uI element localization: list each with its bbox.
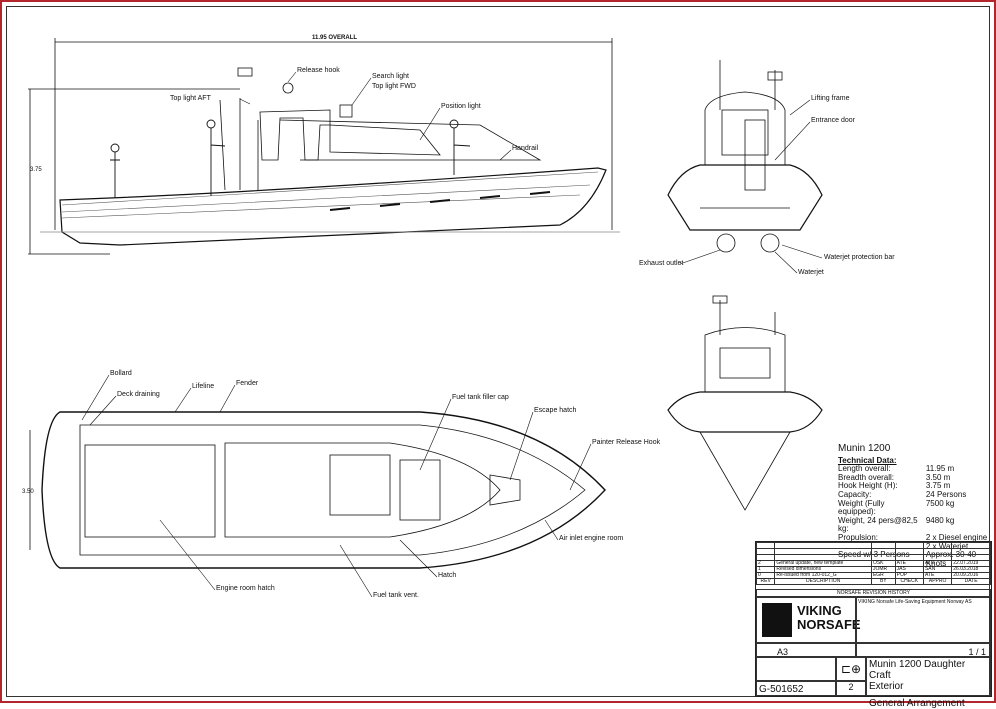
revision-header-rev: REV: [755, 578, 776, 585]
model-name: Munin 1200: [838, 443, 891, 454]
tech-row: Hook Height (H): 3.75 m: [838, 482, 996, 491]
tech-row: Breadth overall: 3.50 m: [838, 472, 996, 483]
breadth-dimension: 3.50: [22, 489, 34, 495]
tech-row: Weight (Fully equipped): 7500 kg: [838, 498, 996, 517]
tech-value: 7500 kg: [925, 498, 955, 508]
projection-icon: ⊏⊕: [836, 657, 866, 681]
tech-row: Weight, 24 pers@82,5 kg: 9480 kg: [838, 515, 996, 534]
tech-key: Capacity:: [838, 489, 872, 499]
tech-row: Propulsion: 2 x Diesel engine: [838, 532, 996, 543]
side-view-drawing: [28, 38, 620, 255]
label-lifting-frame: Lifting frame: [811, 95, 850, 102]
label-entrance-door: Entrance door: [811, 117, 855, 124]
title-line-1: Munin 1200 Daughter Craft: [869, 659, 966, 681]
label-air-inlet-engine-room: Air inlet engine room: [559, 535, 624, 542]
label-exhaust-outlet: Exhaust outlet: [639, 260, 684, 267]
label-escape-hatch: Escape hatch: [534, 407, 577, 414]
label-lifeline: Lifeline: [192, 383, 215, 390]
label-fuel-tank-vent: Fuel tank vent.: [373, 592, 419, 599]
company-name: VIKING Norsafe Life-Saving Equipment Nor…: [856, 597, 991, 643]
label-waterjet-protection-bar: Waterjet protection bar: [824, 254, 895, 261]
revision-history-label: NORSAFE REVISION HISTORY: [756, 589, 991, 597]
logo: VIKING NORSAFE: [756, 597, 861, 643]
tech-key: Weight (Fully equipped):: [838, 498, 885, 517]
logo-norsafe: NORSAFE: [797, 617, 861, 632]
label-fender: Fender: [236, 380, 259, 387]
revision-header-appr: APPRO: [922, 578, 953, 585]
tech-value: 9480 kg: [925, 515, 955, 525]
tech-key: Breadth overall:: [838, 472, 895, 482]
tech-value: 2 x Diesel engine: [925, 532, 988, 542]
revision-header-by: BY: [870, 578, 896, 585]
plan-view-drawing: [29, 411, 606, 569]
label-fuel-tank-filler-cap: Fuel tank filler cap: [452, 394, 509, 401]
standards-cell: [756, 657, 836, 681]
tech-row: Length overall: 11.95 m: [838, 465, 996, 474]
label-painter-release-hook: Painter Release Hook: [592, 439, 661, 446]
logo-viking: VIKING: [797, 603, 842, 618]
revision-header-check: CHECK: [894, 578, 924, 585]
tech-key: Hook Height (H):: [838, 481, 898, 491]
drawing-title: Munin 1200 Daughter Craft Exterior Gener…: [866, 657, 991, 709]
tech-key: Weight, 24 pers@82,5 kg:: [838, 515, 918, 534]
drawing-sheet: [6, 6, 990, 697]
drawing-number: G-501652: [756, 681, 836, 696]
overall-length-dimension: 11.95 OVERALL: [312, 35, 358, 41]
front-view-drawing: [667, 295, 823, 511]
paper-size: A3: [756, 643, 856, 657]
label-handrail: Handrail: [512, 145, 539, 152]
tech-value: 3.75 m: [925, 481, 951, 491]
technical-data-heading: Technical Data:: [838, 455, 897, 465]
label-deck-draining: Deck draining: [117, 391, 160, 398]
rear-view-drawing: [667, 60, 823, 253]
revision-number: 2: [836, 681, 866, 696]
label-release-hook: Release hook: [297, 67, 340, 74]
sheet-number: 1 / 1: [856, 643, 991, 657]
tech-row: Capacity: 24 Persons: [838, 489, 996, 500]
label-search-light: Search light: [372, 73, 409, 80]
revision-header-date: DATE: [951, 578, 991, 585]
tech-value: 11.95 m: [925, 464, 955, 474]
tech-value: 24 Persons: [925, 489, 967, 499]
title-line-3: General Arrangement: [869, 698, 965, 709]
leader-lines: [81, 71, 823, 598]
label-position-light: Position light: [441, 103, 481, 110]
title-line-2: Exterior: [869, 681, 904, 692]
label-top-light-fwd: Top light FWD: [372, 83, 416, 90]
label-engine-room-hatch: Engine room hatch: [216, 585, 275, 592]
viking-logo-icon: [762, 603, 792, 637]
height-dimension: 3.75: [30, 167, 42, 173]
revision-header-desc: DESCRIPTION: [774, 578, 872, 585]
label-top-light-aft: Top light AFT: [170, 95, 211, 102]
tech-value: 3.50 m: [925, 472, 951, 482]
tech-key: Length overall:: [838, 464, 891, 474]
label-bollard: Bollard: [110, 370, 132, 377]
tech-key: Propulsion:: [838, 532, 879, 542]
label-waterjet: Waterjet: [798, 269, 824, 276]
label-hatch: Hatch: [438, 572, 457, 579]
